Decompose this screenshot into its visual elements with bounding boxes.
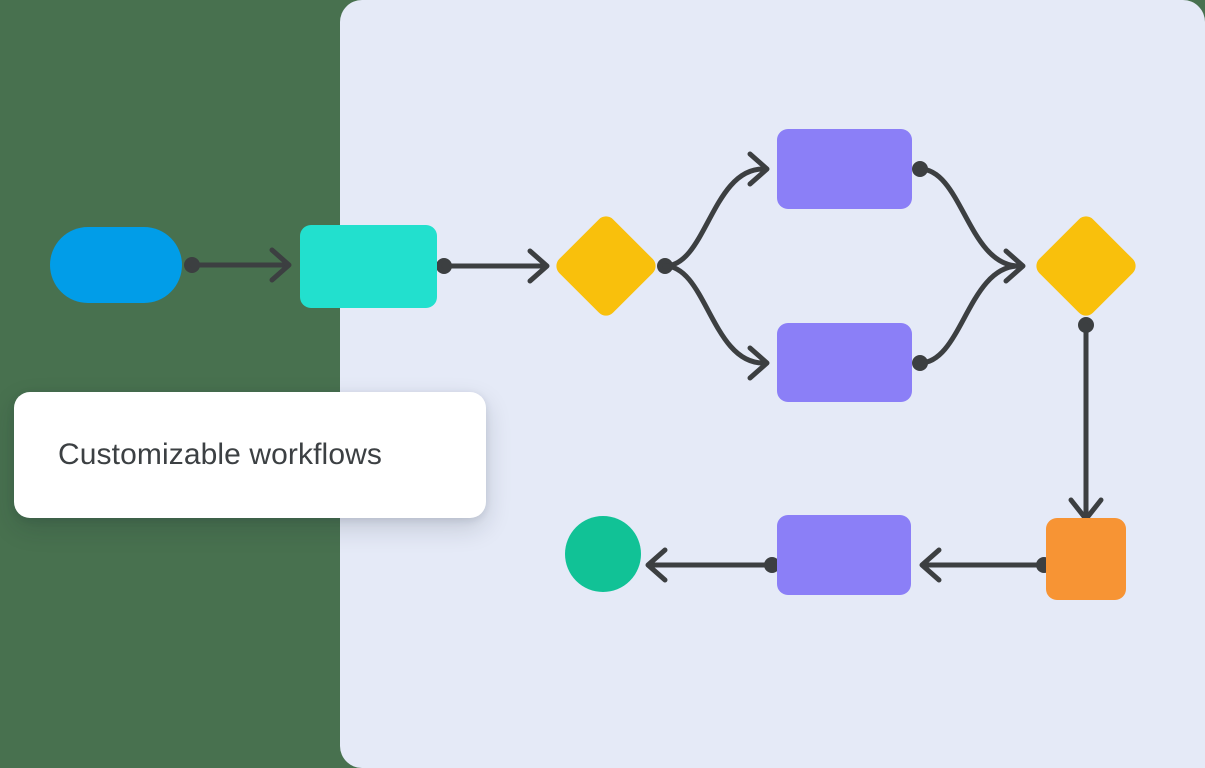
arrowhead-icon (919, 547, 942, 583)
edge-branch-top-to-decision-2 (912, 161, 1026, 284)
edge-line (917, 166, 1022, 269)
edge-start-to-process-1 (184, 247, 292, 283)
node-branch-bottom[interactable] (777, 323, 912, 402)
node-end[interactable] (565, 516, 641, 592)
arrowhead-icon (747, 345, 770, 381)
edge-action-to-process-2 (919, 547, 1052, 583)
arrowhead-icon (527, 248, 550, 284)
feature-label-text: Customizable workflows (58, 438, 382, 471)
node-decision-1[interactable] (552, 212, 659, 319)
arrowhead-icon (645, 547, 668, 583)
node-start[interactable] (50, 227, 182, 303)
edge-decision-1-to-branch-bottom (662, 263, 770, 381)
node-branch-top[interactable] (777, 129, 912, 209)
node-action[interactable] (1046, 518, 1126, 600)
node-layer (50, 129, 1139, 600)
arrowhead-icon (1003, 248, 1026, 284)
arrowhead-icon (269, 247, 292, 283)
edge-layer (184, 151, 1104, 583)
edge-process-1-to-decision-1 (436, 248, 550, 284)
node-process-1[interactable] (300, 225, 437, 308)
edge-line (662, 166, 766, 269)
edge-decision-1-to-branch-top (657, 151, 770, 274)
edge-branch-bottom-to-decision-2 (912, 263, 1022, 371)
feature-label-card: Customizable workflows (14, 392, 486, 518)
edge-process-2-to-end (645, 547, 780, 583)
node-decision-2[interactable] (1032, 212, 1139, 319)
edge-line (662, 263, 766, 366)
diagram-panel (340, 0, 1205, 768)
edge-line (917, 263, 1022, 366)
arrowhead-icon (747, 151, 770, 187)
edge-decision-2-to-action (1068, 317, 1104, 522)
node-process-2[interactable] (777, 515, 911, 595)
